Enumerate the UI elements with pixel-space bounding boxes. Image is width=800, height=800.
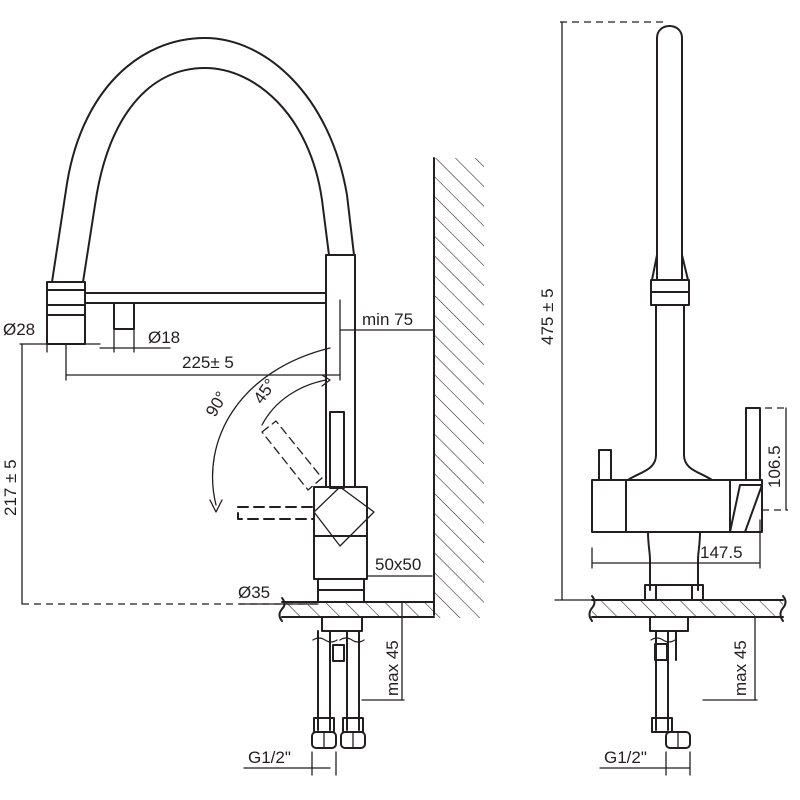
label-147: 147.5 bbox=[700, 543, 743, 562]
spout-side bbox=[627, 25, 713, 481]
label-max45-side: max 45 bbox=[731, 640, 750, 696]
label-d35: Ø35 bbox=[238, 583, 270, 602]
front-view bbox=[19, 37, 484, 776]
label-g12-front: G1/2" bbox=[248, 748, 291, 767]
label-45deg: 45° bbox=[250, 375, 280, 407]
label-90deg: 90° bbox=[202, 388, 231, 420]
wall bbox=[433, 157, 484, 618]
dimensions-side bbox=[554, 21, 788, 776]
label-106: 106.5 bbox=[765, 445, 784, 488]
side-view bbox=[554, 21, 788, 776]
label-225: 225± 5 bbox=[182, 353, 234, 372]
label-d18: Ø18 bbox=[148, 328, 180, 347]
dimension-labels: Ø28 Ø18 225± 5 min 75 90° 45° 217 ± 5 50… bbox=[1, 288, 784, 767]
faucet-body bbox=[313, 254, 375, 603]
mixer-body-side bbox=[591, 407, 763, 601]
label-475: 475 ± 5 bbox=[538, 288, 557, 345]
label-max45-front: max 45 bbox=[383, 640, 402, 696]
label-50x50: 50x50 bbox=[375, 555, 421, 574]
lever-positions bbox=[209, 347, 331, 520]
label-g12-side: G1/2" bbox=[604, 748, 647, 767]
label-217: 217 ± 5 bbox=[1, 459, 20, 516]
label-min75: min 75 bbox=[362, 310, 413, 329]
spray-head bbox=[46, 281, 86, 345]
spout-bar bbox=[84, 292, 327, 330]
flexible-hose bbox=[51, 37, 355, 283]
label-d28: Ø28 bbox=[3, 320, 35, 339]
supply-hoses bbox=[311, 616, 366, 749]
supply-hose-side bbox=[649, 616, 691, 749]
dimensions-front bbox=[19, 299, 435, 776]
